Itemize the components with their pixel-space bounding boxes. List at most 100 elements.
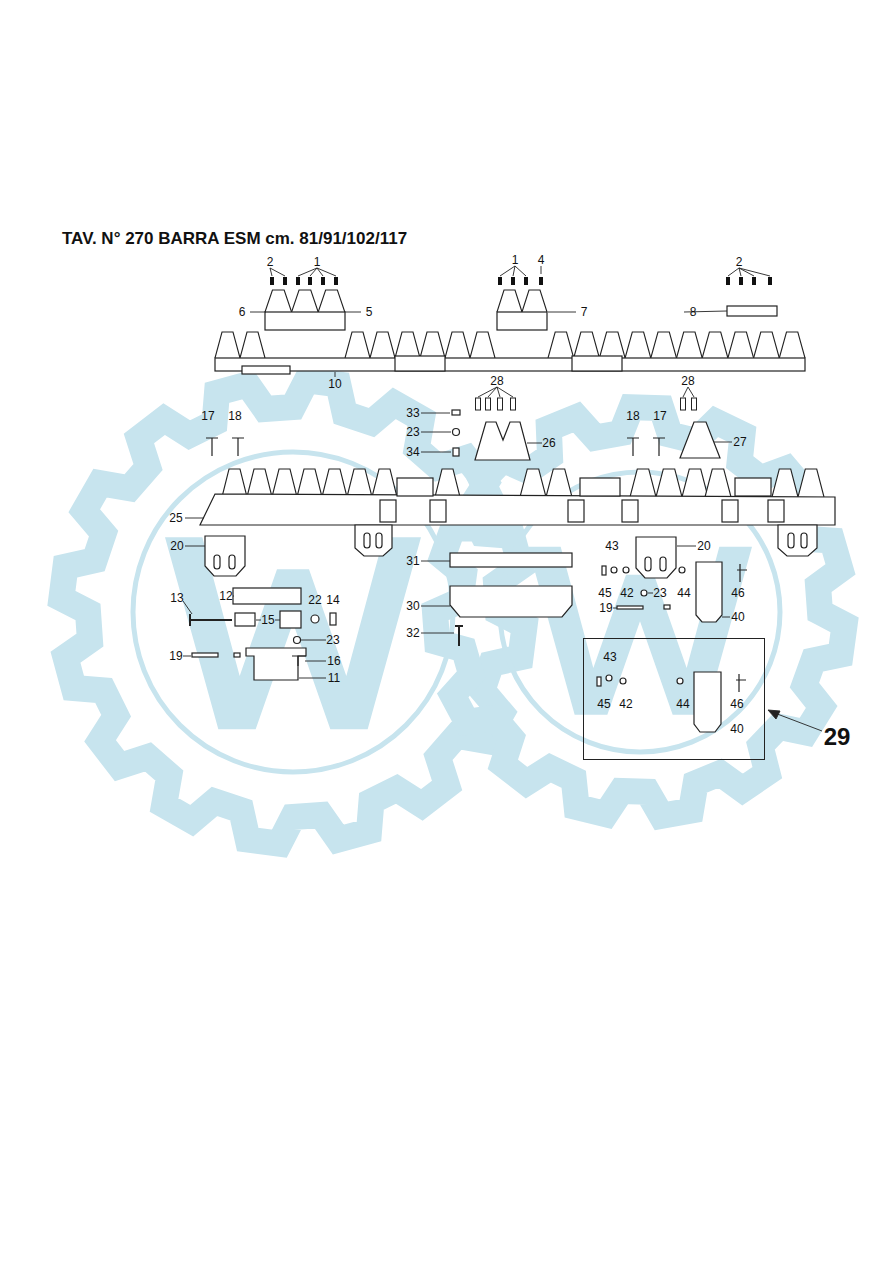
callout-number: 4: [537, 254, 546, 266]
callout-number: 23: [652, 587, 667, 599]
knife-tooth: [222, 469, 247, 497]
section-base: [497, 312, 547, 330]
slot: [364, 533, 370, 548]
callout-number: 15: [260, 614, 275, 626]
pin-end: [664, 605, 670, 609]
callout-number: 26: [541, 437, 556, 449]
leader: [270, 268, 336, 276]
plate-8: [727, 306, 777, 316]
knife-tooth: [548, 332, 574, 358]
knife-tooth: [435, 469, 460, 497]
callout-number: 30: [405, 600, 420, 612]
nut: [453, 448, 459, 456]
callout-number: 14: [325, 594, 340, 606]
callout-number: 45: [597, 587, 612, 599]
knife-tooth: [677, 332, 703, 358]
slot: [214, 555, 220, 569]
callout-number: 6: [238, 306, 247, 318]
pin-end: [234, 653, 240, 657]
knife-tooth: [272, 469, 297, 497]
watermark-gear: [435, 407, 845, 816]
callout-number: 42: [619, 698, 632, 710]
callout-number: 23: [405, 426, 420, 438]
clip: [580, 478, 620, 496]
pin: [597, 677, 601, 686]
callout-number: 45: [597, 698, 610, 710]
clip-side: [430, 500, 446, 522]
callout-number: 40: [730, 723, 743, 735]
rivet: [539, 277, 543, 285]
knife-tooth: [625, 332, 651, 358]
callout-number: 1: [313, 256, 322, 268]
callout-number: 28: [680, 375, 695, 387]
callout-number: 20: [169, 540, 184, 552]
parts-kit-box: 434542444640: [583, 638, 765, 760]
arrow-head: [768, 710, 780, 719]
knife-tooth: [656, 469, 682, 497]
knife-tooth: [630, 469, 656, 497]
knife-tooth: [240, 332, 265, 358]
callout-number: 23: [325, 634, 340, 646]
plate-20: [636, 537, 676, 578]
bracket-40: [694, 672, 721, 732]
callout-number: 42: [619, 587, 634, 599]
slot: [376, 533, 382, 548]
parts: [190, 306, 835, 732]
callout-number: 12: [218, 590, 233, 602]
knife-tooth: [705, 469, 731, 497]
knife-tooth: [702, 332, 728, 358]
knife-tooth: [798, 469, 824, 497]
slot: [229, 555, 235, 569]
bracket: [778, 525, 817, 556]
leader: [478, 387, 694, 397]
rivet: [308, 277, 312, 285]
rivet: [768, 277, 772, 285]
knife-tooth: [292, 290, 319, 312]
callout-number: 2: [735, 256, 744, 268]
plate-20: [205, 536, 245, 576]
washer: [623, 567, 629, 573]
rivet: [270, 277, 274, 285]
rivet: [296, 277, 300, 285]
callout-number: 5: [365, 306, 374, 318]
rivet: [283, 277, 287, 285]
knife-tooth: [297, 469, 322, 497]
knife-tooth: [395, 332, 420, 358]
rivet: [752, 277, 756, 285]
callout-number: 43: [604, 540, 619, 552]
watermark-w: [165, 537, 421, 729]
leader: [613, 546, 730, 617]
knife-tooth: [265, 290, 292, 312]
knife-tooth: [520, 469, 546, 497]
knife-tooth: [372, 469, 397, 497]
callout-number: 44: [676, 587, 691, 599]
pin-19: [192, 653, 218, 657]
pin: [452, 410, 460, 415]
rivet: [334, 277, 338, 285]
callout-number: 44: [676, 698, 689, 710]
leader: [728, 268, 770, 276]
bolt-46: [737, 564, 747, 582]
rivet: [498, 277, 502, 285]
bolt-13: [190, 614, 232, 626]
knife-tooth: [318, 290, 345, 312]
spacer: [280, 611, 301, 628]
strip-31: [450, 553, 572, 567]
callout-number: 11: [327, 672, 341, 684]
pin-19: [617, 606, 643, 609]
knife-tooth: [522, 290, 547, 312]
callout-number: 1: [511, 254, 520, 266]
rivet: [498, 398, 503, 410]
callout-number: 19: [168, 650, 183, 662]
screw-16: [292, 656, 306, 666]
single-section: [680, 422, 720, 458]
knife-tooth: [779, 332, 805, 358]
bar-plate: [242, 366, 290, 374]
plate-30: [450, 586, 572, 617]
strip-12: [233, 588, 301, 604]
cutter-bar: [200, 494, 835, 525]
knife-tooth: [772, 469, 798, 497]
knife-tooth: [215, 332, 240, 358]
bar-plate: [395, 356, 445, 371]
